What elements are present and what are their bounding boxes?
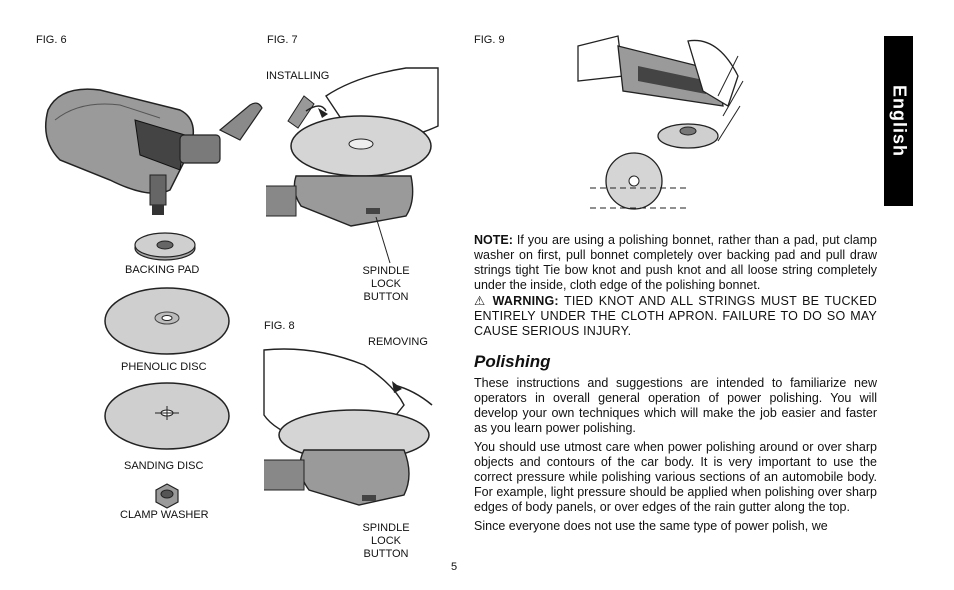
language-tab-label: English [889, 84, 909, 158]
sanding-disc-label: SANDING DISC [124, 460, 204, 472]
installing-illustration [266, 67, 439, 227]
spindle-lock-line1: SPINDLE LOCK [362, 265, 410, 290]
polishing-pad-sideview [590, 152, 690, 210]
fig6-caption: FIG. 6 [36, 34, 67, 46]
spindle-lock-line2-b: BUTTON [363, 548, 409, 560]
polishing-illustration [577, 35, 744, 149]
paragraph-1: These instructions and suggestions are i… [474, 376, 877, 435]
warning-block: ⚠ WARNING: TIED KNOT AND ALL STRINGS MUS… [474, 294, 877, 339]
fig8-caption: FIG. 8 [264, 320, 295, 332]
backing-pad-illustration [134, 232, 196, 261]
phenolic-disc-illustration [104, 287, 230, 355]
sanding-disc-illustration [104, 382, 230, 450]
clamp-washer-label: CLAMP WASHER [120, 509, 209, 521]
installing-label: INSTALLING [266, 70, 330, 82]
warning-icon: ⚠ [474, 294, 488, 308]
backing-pad-label: BACKING PAD [125, 264, 200, 276]
phenolic-disc-label: PHENOLIC DISC [121, 361, 207, 373]
clamp-washer-illustration [155, 483, 179, 509]
fig7-caption: FIG. 7 [267, 34, 298, 46]
language-tab: English [884, 36, 913, 206]
note-label: NOTE: [474, 233, 513, 247]
leader-line-top [375, 216, 391, 264]
section-heading: Polishing [474, 352, 551, 371]
grinder-illustration [45, 88, 263, 215]
spindle-lock-label-top: SPINDLE LOCK BUTTON [346, 265, 426, 304]
page-number: 5 [451, 561, 458, 573]
spindle-lock-label-bottom: SPINDLE LOCK BUTTON [346, 522, 426, 561]
paragraph-3: Since everyone does not use the same typ… [474, 519, 828, 533]
body-text: These instructions and suggestions are i… [474, 376, 877, 534]
fig9-caption: FIG. 9 [474, 34, 505, 46]
note-block: NOTE: If you are using a polishing bonne… [474, 233, 877, 293]
spindle-lock-line2: BUTTON [363, 291, 409, 303]
warning-text: TIED KNOT AND ALL STRINGS MUST BE TUCKED… [474, 294, 877, 338]
note-text: If you are using a polishing bonnet, rat… [474, 233, 877, 292]
paragraph-2: You should use utmost care when power po… [474, 440, 877, 514]
removing-illustration [263, 348, 433, 506]
warning-label: WARNING: [492, 294, 559, 308]
spindle-lock-line1-b: SPINDLE LOCK [362, 522, 410, 547]
removing-label: REMOVING [368, 336, 428, 348]
